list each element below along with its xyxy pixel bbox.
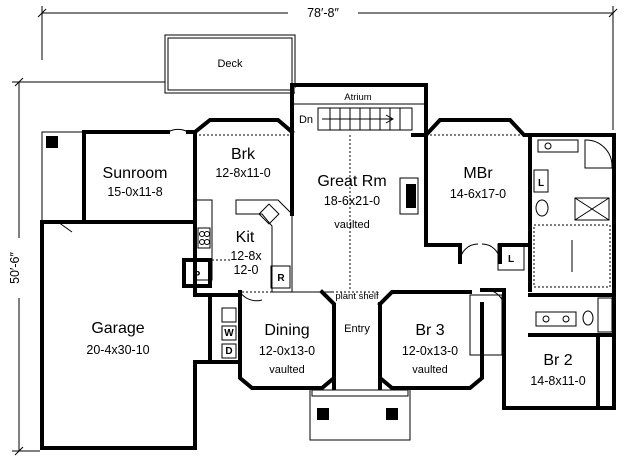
kit-size-line2: 12-0 [233, 263, 258, 277]
dining-size: 12-0x13-0 [259, 344, 315, 358]
mbr-walls [423, 118, 616, 297]
dining-walls [238, 289, 336, 390]
garage-label: Garage [91, 320, 144, 337]
washer-label: W [224, 328, 234, 339]
depth-dimension-line [9, 77, 165, 456]
great-room-label: Great Rm [317, 173, 386, 190]
atrium-outline [290, 83, 428, 137]
kit-size-line1: 12-8x [230, 249, 262, 263]
dryer-label: D [225, 346, 232, 357]
linen-closet-2-label: L [508, 254, 514, 265]
pantry-closet [182, 258, 212, 288]
dining-note: vaulted [269, 364, 304, 376]
br3-label: Br 3 [415, 322, 444, 339]
great-room-size: 18-6x21-0 [324, 194, 380, 208]
linen-closet-1-label: L [538, 178, 544, 189]
hall-bath [528, 293, 616, 337]
side-porch [41, 131, 85, 233]
kit-label: Kit [236, 229, 255, 246]
entry-label: Entry [344, 323, 370, 335]
great-room-note: vaulted [334, 219, 369, 231]
great-room-walls [290, 133, 428, 293]
br2-size: 14-8x11-0 [530, 374, 585, 388]
deck-outline [164, 34, 296, 94]
brk-size: 12-8x11-0 [215, 166, 270, 180]
brk-label: Brk [231, 146, 256, 163]
garage-size: 20-4x30-10 [86, 343, 149, 357]
refrigerator-label: R [277, 273, 285, 284]
breakfast-bay [192, 118, 295, 136]
width-dimension-line [37, 5, 618, 130]
dining-label: Dining [264, 322, 309, 339]
atrium-label: Atrium [344, 92, 372, 103]
hall-walls [480, 288, 506, 342]
stair-treads [322, 108, 401, 130]
mbr-size: 14-6x17-0 [450, 187, 506, 201]
plant-shelf-label: plant shelf [335, 291, 379, 302]
sunroom-label: Sunroom [103, 165, 168, 182]
stair-down-label: Dn [299, 114, 313, 126]
br3-note: vaulted [412, 364, 447, 376]
br3-size: 12-0x13-0 [402, 344, 458, 358]
master-bath-fixtures [497, 139, 613, 288]
overall-width-label: 78′-8″ [307, 6, 339, 20]
deck-label: Deck [217, 58, 243, 70]
br2-label: Br 2 [543, 352, 572, 369]
sunroom-size: 15-0x11-8 [107, 185, 162, 199]
laundry-area [193, 291, 263, 364]
pantry-label: P [194, 270, 201, 281]
front-porch [309, 348, 411, 441]
br2-walls [502, 333, 616, 410]
overall-depth-label: 50′-6″ [8, 252, 22, 284]
mbr-label: MBr [463, 165, 493, 182]
